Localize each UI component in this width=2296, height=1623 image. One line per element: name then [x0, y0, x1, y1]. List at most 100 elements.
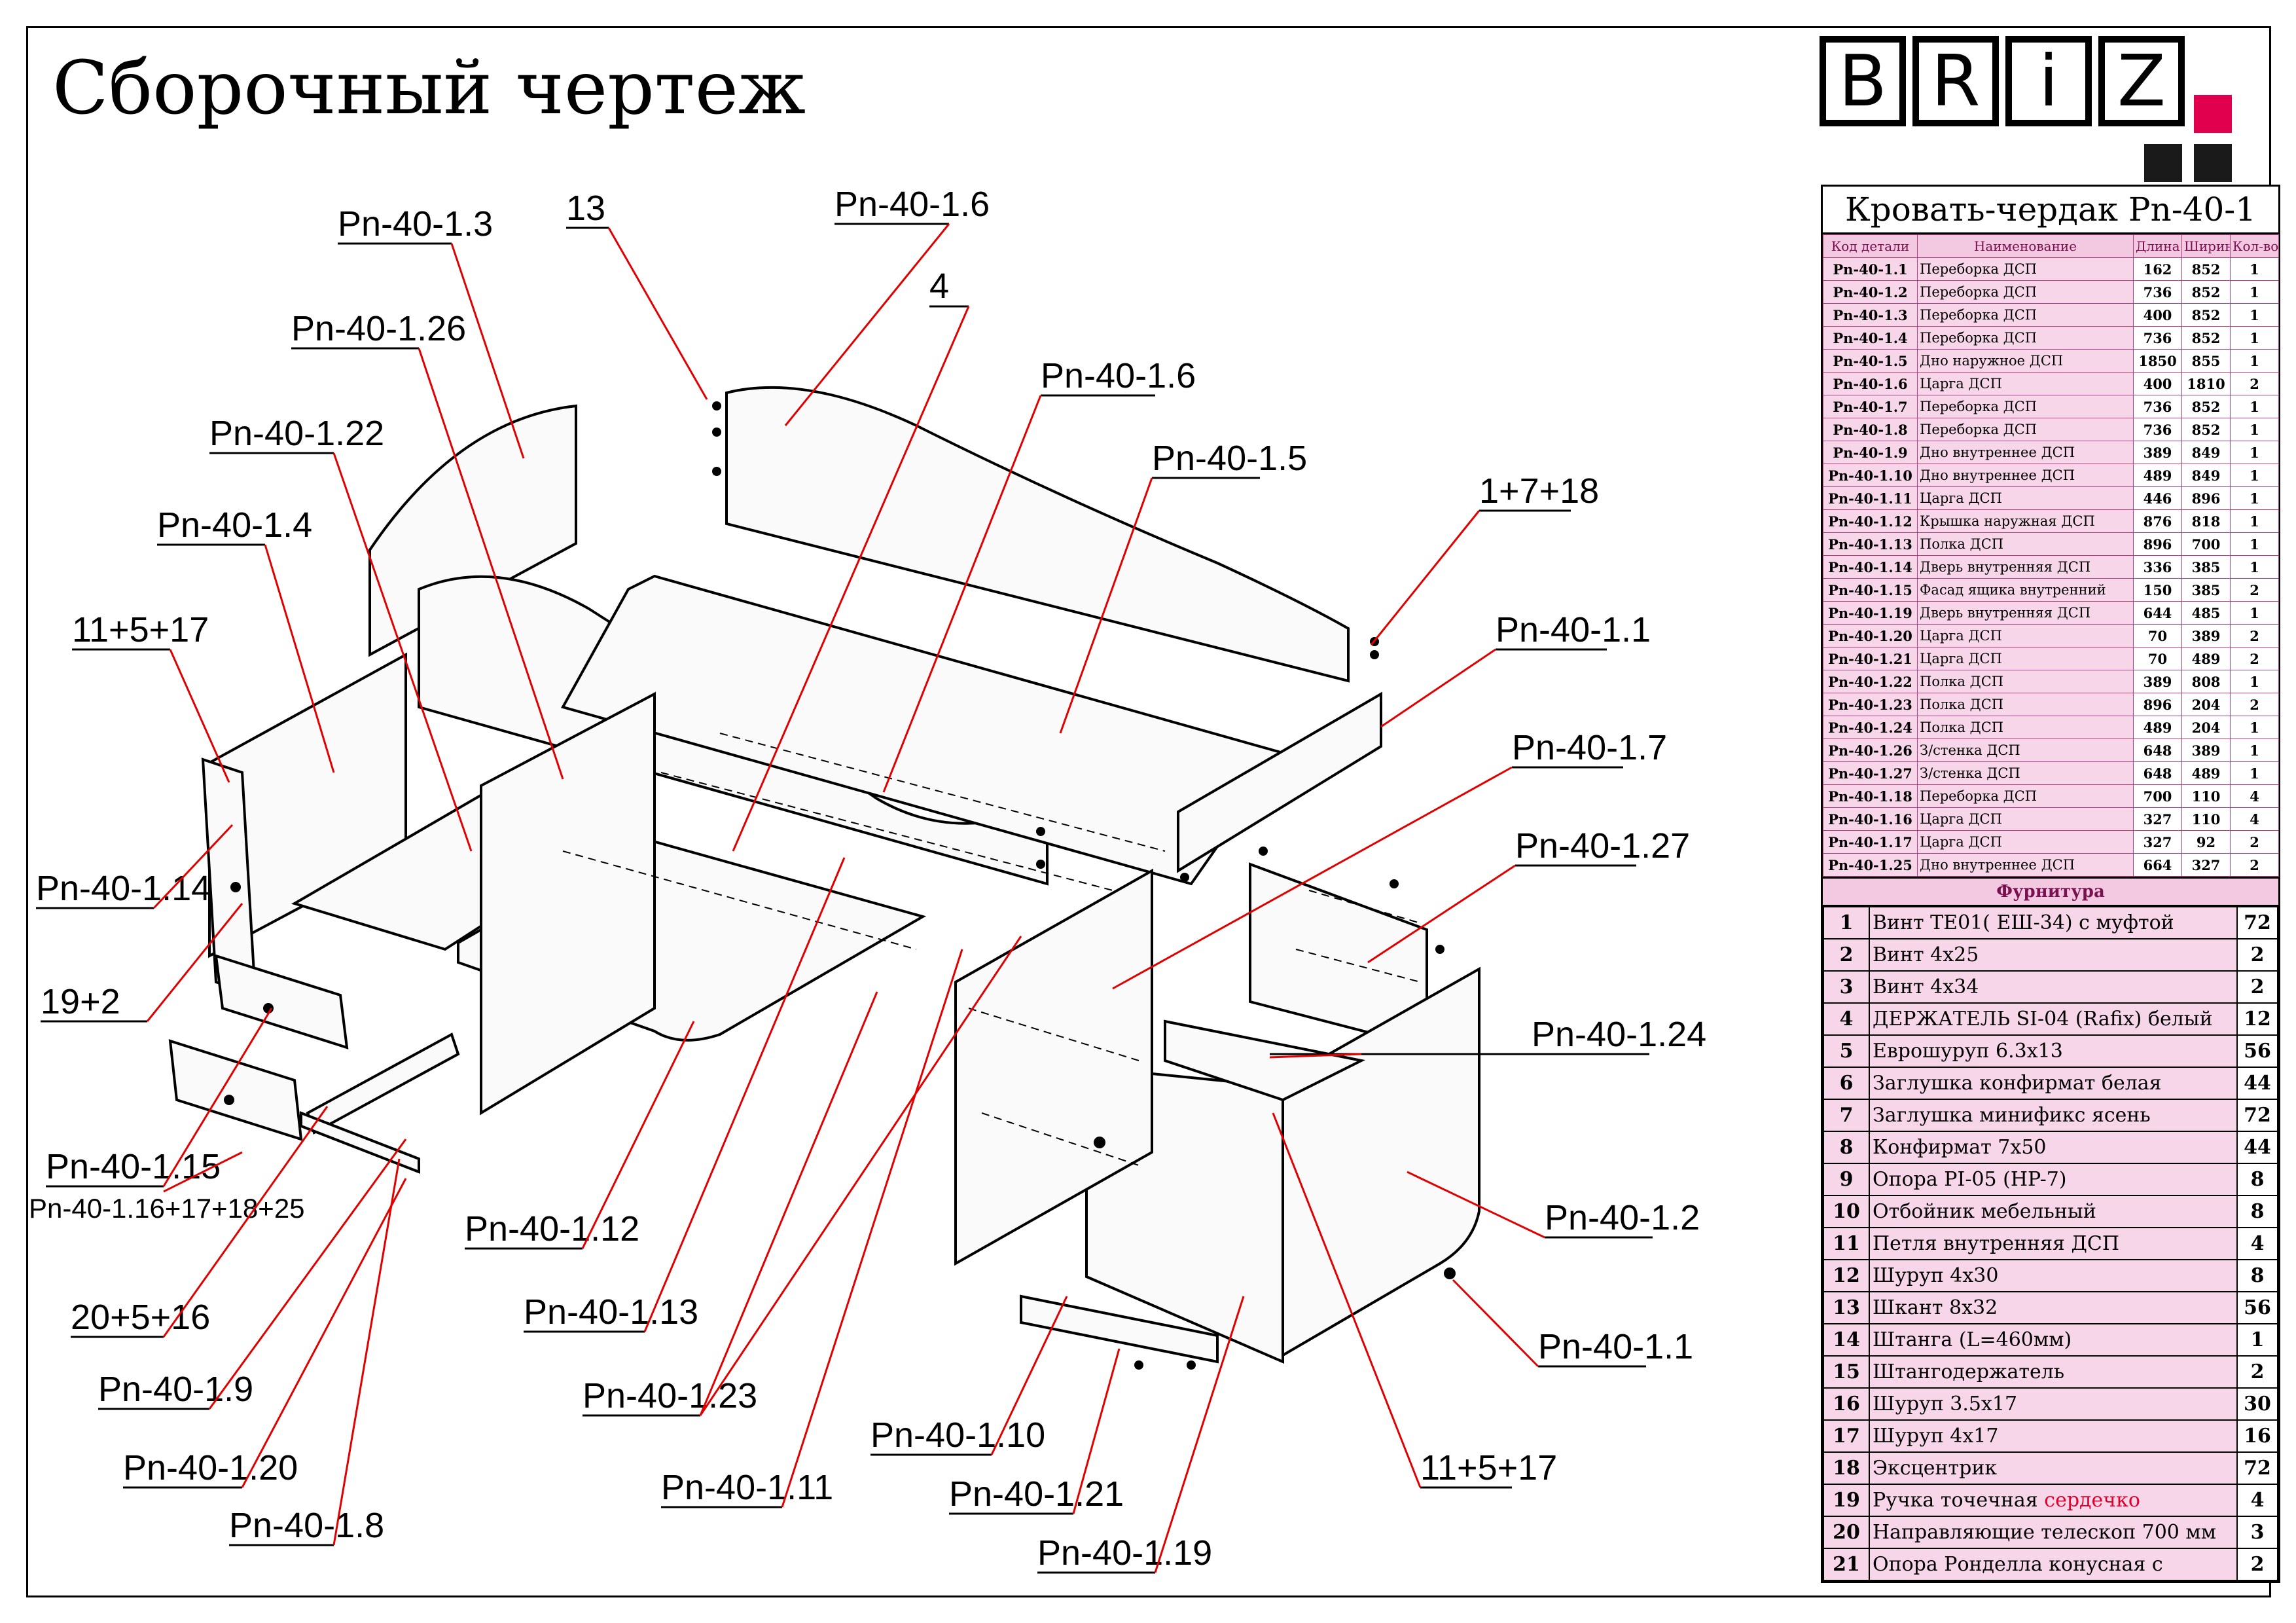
fitting-name: Конфирмат 7х50 [1869, 1131, 2238, 1164]
callout-item: Pn-40-1.4 [157, 505, 335, 773]
part-length: 327 [2133, 807, 2182, 831]
fitting-qty: 2 [2236, 938, 2278, 972]
exploded-parts [168, 386, 1480, 1370]
part-name: Полка ДСП [1917, 716, 2134, 739]
part-qty: 1 [2230, 555, 2279, 579]
part-qty: 1 [2230, 257, 2279, 281]
svg-text:Pn-40-1.2: Pn-40-1.2 [1545, 1198, 1700, 1237]
part-name: Фасад ящика внутренний [1917, 578, 2134, 602]
part-name: Переборка ДСП [1917, 257, 2134, 281]
part-name: Дно внутреннее ДСП [1917, 441, 2134, 464]
part-code: Pn-40-1.3 [1823, 303, 1918, 327]
part-name: Переборка ДСП [1917, 326, 2134, 350]
part-width: 700 [2181, 532, 2231, 556]
part-length: 389 [2133, 670, 2182, 693]
callout-item: 1+7+18 [1370, 471, 1599, 646]
fitting-qty: 2 [2236, 970, 2278, 1004]
callout-item: Pn-40-1.6 [784, 185, 990, 426]
part-length: 896 [2133, 693, 2182, 716]
fitting-name-text: Шуруп 4х17 [1873, 1425, 1999, 1448]
part-code: Pn-40-1.4 [1823, 326, 1918, 350]
fitting-name-highlight: сердечко [2044, 1489, 2140, 1512]
fitting-name: Шкант 8х32 [1869, 1291, 2238, 1324]
fitting-name-text: Опора PI-05 (HP-7) [1873, 1168, 2067, 1191]
part-qty: 2 [2230, 578, 2279, 602]
fitting-name-text: Направляющие телескоп 700 мм [1873, 1521, 2217, 1544]
fitting-name-text: ДЕРЖАТЕЛЬ SI-04 (Rafix) белый [1873, 1008, 2213, 1030]
callout-item: Pn-40-1.23 [583, 936, 1022, 1417]
part-qty: 1 [2230, 464, 2279, 487]
part-code: Pn-40-1.2 [1823, 280, 1918, 304]
fitting-name: Еврошуруп 6.3х13 [1869, 1034, 2238, 1068]
svg-text:Pn-40-1.7: Pn-40-1.7 [1512, 728, 1667, 767]
fitting-number: 12 [1823, 1259, 1870, 1292]
fitting-name: ДЕРЖАТЕЛЬ SI-04 (Rafix) белый [1869, 1002, 2238, 1036]
part-width: 204 [2181, 716, 2231, 739]
briz-logo: B R i Z [1820, 36, 2245, 187]
fitting-name-text: Конфирмат 7х50 [1873, 1136, 2047, 1159]
part-width: 92 [2181, 830, 2231, 854]
callout-item: Pn-40-1.15 [46, 1008, 273, 1188]
part-code: Pn-40-1.18 [1823, 784, 1918, 808]
part-length: 664 [2133, 853, 2182, 877]
part-code: Pn-40-1.22 [1823, 670, 1918, 693]
part-width: 389 [2181, 624, 2231, 647]
part-name: Дно внутреннее ДСП [1917, 853, 2134, 877]
svg-text:1+7+18: 1+7+18 [1479, 471, 1599, 511]
svg-text:Pn-40-1.21: Pn-40-1.21 [949, 1474, 1124, 1514]
part-width: 852 [2181, 418, 2231, 441]
svg-text:Pn-40-1.5: Pn-40-1.5 [1152, 439, 1307, 478]
fitting-qty: 56 [2236, 1034, 2278, 1068]
part-qty: 4 [2230, 784, 2279, 808]
callout-item: Pn-40-1.7 [1112, 728, 1667, 990]
part-length: 644 [2133, 601, 2182, 625]
part-length: 736 [2133, 280, 2182, 304]
fitting-name: Заглушка конфирмат белая [1869, 1067, 2238, 1100]
callout-item: Pn-40-1.20 [123, 1178, 407, 1489]
part-length: 400 [2133, 303, 2182, 327]
part-drawer-upper [214, 954, 349, 1049]
part-name: З/стенка ДСП [1917, 761, 2134, 785]
part-code: Pn-40-1.25 [1823, 853, 1918, 877]
fitting-name: Направляющие телескоп 700 мм [1869, 1516, 2238, 1549]
fitting-name: Штангодержатель [1869, 1355, 2238, 1389]
svg-text:11+5+17: 11+5+17 [72, 610, 209, 649]
fitting-qty: 8 [2236, 1259, 2278, 1292]
fitting-number: 21 [1823, 1548, 1870, 1581]
fitting-name-text: Винт 4х25 [1873, 943, 1979, 966]
callout-item: Pn-40-1.5 [1059, 439, 1307, 734]
fitting-name: Винт 4х34 [1869, 970, 2238, 1004]
fitting-qty: 72 [2236, 906, 2278, 939]
fitting-number: 10 [1823, 1195, 1870, 1228]
part-name: Полка ДСП [1917, 670, 2134, 693]
fitting-number: 1 [1823, 906, 1870, 939]
part-central-panel [480, 691, 656, 1116]
part-length: 162 [2133, 257, 2182, 281]
fitting-name-text: Эксцентрик [1873, 1457, 1998, 1480]
svg-text:Pn-40-1.13: Pn-40-1.13 [524, 1292, 698, 1332]
part-length: 446 [2133, 486, 2182, 510]
fitting-name: Петля внутренняя ДСП [1869, 1227, 2238, 1260]
fitting-qty: 2 [2236, 1355, 2278, 1389]
fitting-name-text: Штангодержатель [1873, 1360, 2065, 1383]
part-length: 736 [2133, 395, 2182, 418]
callout-item: Pn-40-1.9 [98, 1139, 407, 1410]
fitting-qty: 44 [2236, 1067, 2278, 1100]
svg-text:Pn-40-1.1: Pn-40-1.1 [1538, 1327, 1693, 1366]
fitting-number: 17 [1823, 1419, 1870, 1453]
part-code: Pn-40-1.23 [1823, 693, 1918, 716]
svg-text:Pn-40-1.24: Pn-40-1.24 [1532, 1015, 1706, 1054]
column-header-length: Длина [2133, 234, 2182, 258]
